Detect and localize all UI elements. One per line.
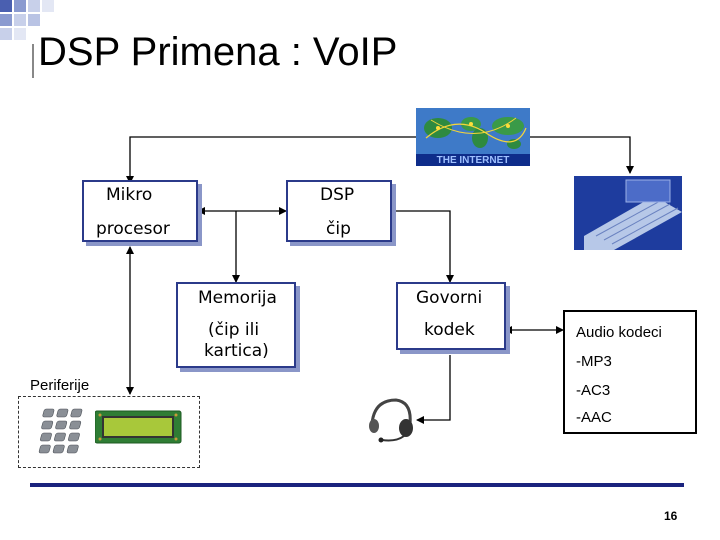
- memorija-box: Memorija (čip ili kartica): [176, 282, 296, 368]
- periferije-label: Periferije: [30, 377, 90, 394]
- periferije-region: [18, 396, 200, 468]
- keypad-image: [35, 407, 91, 459]
- govorni-kodek-box: Govorni kodek: [396, 282, 506, 350]
- lcd-image: [94, 409, 183, 445]
- internet-map-icon: THE INTERNET: [416, 108, 530, 166]
- dsp-label-line2: čip: [326, 219, 351, 239]
- line-govorni-headset: [416, 355, 451, 424]
- mikroprocesor-label-line2: procesor: [96, 219, 170, 239]
- audio-kodeci-item: -MP3: [576, 353, 612, 370]
- slide-title: DSP Primena : VoIP: [38, 30, 398, 74]
- dsp-label-line1: DSP: [320, 185, 355, 205]
- line-internet-mikro: [126, 136, 416, 184]
- govorni-label-line2: kodek: [424, 320, 475, 340]
- audio-kodeci-box: Audio kodeci -MP3 -AC3 -AAC: [563, 310, 697, 434]
- govorni-label-line1: Govorni: [416, 288, 483, 308]
- audio-kodeci-item: -AAC: [576, 409, 612, 426]
- footer-line: [30, 483, 684, 487]
- title-underline-left: [32, 44, 34, 78]
- memorija-label-line1: Memorija: [198, 288, 277, 308]
- line-internet-computer: [530, 136, 634, 174]
- memorija-label-line2: (čip ili: [208, 320, 260, 340]
- internet-image: THE INTERNET: [416, 108, 530, 166]
- audio-kodeci-title: Audio kodeci: [576, 324, 662, 341]
- computer-image: [574, 176, 682, 250]
- page-number: 16: [664, 509, 678, 523]
- keypad-icon: [38, 408, 83, 454]
- headset-image: [360, 394, 418, 446]
- keyboard-computer-icon: [574, 176, 682, 250]
- internet-caption: THE INTERNET: [437, 155, 510, 166]
- line-dsp-govorni: [392, 210, 454, 283]
- memorija-label-line3: kartica): [204, 341, 269, 361]
- mikroprocesor-box: Mikro procesor: [82, 180, 198, 242]
- mikroprocesor-label-line1: Mikro: [106, 185, 153, 205]
- dsp-box: DSP čip: [286, 180, 392, 242]
- audio-kodeci-item: -AC3: [576, 382, 611, 399]
- headset-icon: [369, 398, 413, 443]
- lcd-module-icon: [94, 410, 182, 444]
